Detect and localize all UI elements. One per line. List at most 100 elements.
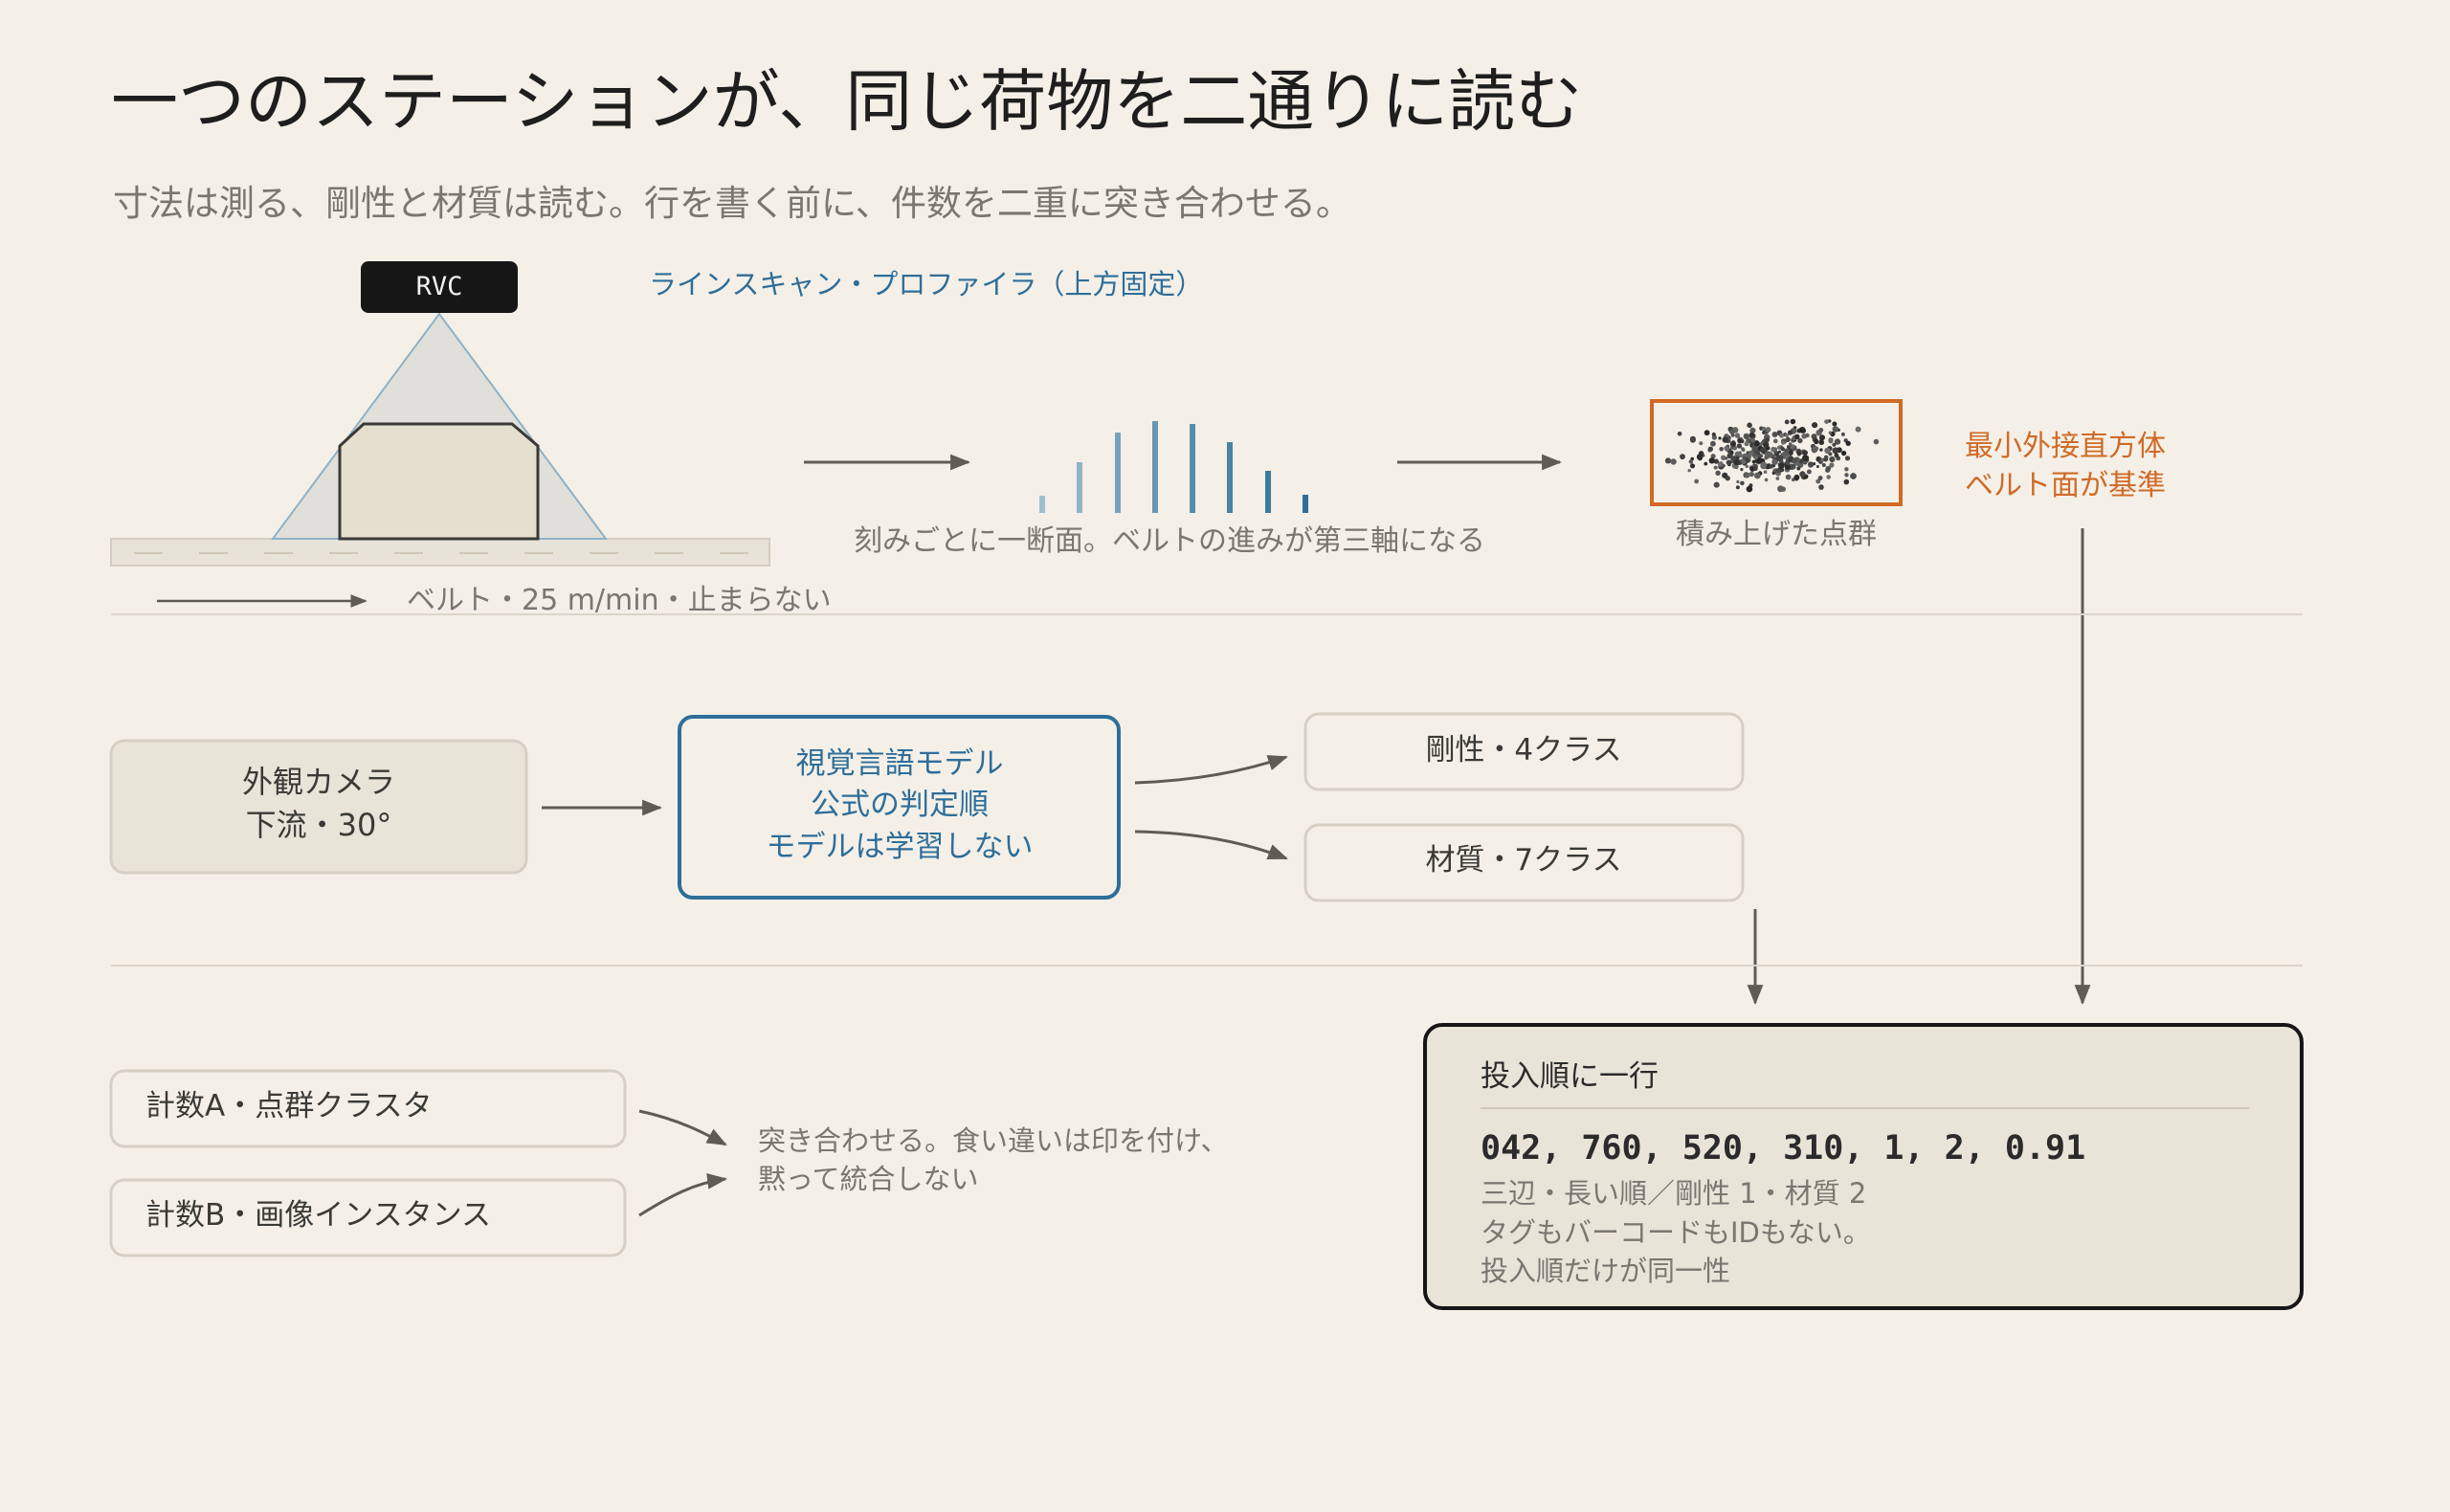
count-note-line1: 突き合わせる。食い違いは印を付け、 — [758, 1124, 1229, 1157]
vlm-line1: 視覚言語モデル — [796, 746, 1004, 781]
cloud-point — [1788, 430, 1793, 434]
cloud-point — [1785, 452, 1789, 456]
cloud-point — [1722, 464, 1726, 468]
cloud-point — [1719, 447, 1724, 452]
cloud-point — [1780, 446, 1785, 452]
count-a-label: 計数A・点群クラスタ — [145, 1089, 433, 1123]
cloud-point — [1688, 459, 1694, 464]
cloud-point — [1781, 440, 1786, 445]
cloud-point — [1765, 437, 1770, 443]
cloud-point — [1807, 461, 1815, 468]
arrow-to-material — [1134, 830, 1288, 860]
record-heading: 投入順に一行 — [1481, 1059, 1659, 1094]
cloud-point — [1728, 429, 1735, 434]
cloud-point — [1704, 461, 1708, 466]
cloud-point — [1730, 456, 1736, 461]
cloud-point — [1743, 433, 1750, 440]
cloud-point — [1771, 458, 1778, 465]
bbox-label-line1: 最小外接直方体 — [1965, 430, 2166, 463]
cloud-point — [1689, 436, 1696, 443]
cloud-point — [1749, 427, 1756, 434]
cloud-point — [1746, 485, 1753, 493]
cloud-point — [1724, 446, 1729, 452]
cloud-point — [1828, 438, 1834, 444]
cloud-point — [1677, 432, 1682, 436]
cloud-point — [1740, 480, 1745, 486]
cloud-point — [1762, 426, 1767, 431]
cloud-point — [1824, 447, 1831, 455]
arrow-to-rigidity — [1134, 755, 1288, 785]
rigidity-box — [1303, 712, 1745, 791]
vlm-line2: 公式の判定順 — [811, 788, 989, 822]
cloud-point — [1828, 431, 1833, 434]
cloud-point — [1793, 434, 1800, 440]
cloud-point — [1750, 437, 1756, 443]
cloud-point — [1754, 456, 1758, 460]
camera-line1: 外観カメラ — [242, 764, 395, 800]
cloud-point — [1775, 456, 1781, 461]
page-title: 一つのステーションが、同じ荷物を二通りに読む — [111, 62, 1583, 141]
cloud-point — [1745, 464, 1748, 468]
cloud-point — [1792, 457, 1798, 464]
profile-slices — [1039, 421, 1308, 513]
cloud-point — [1699, 441, 1704, 446]
cloud-point — [1748, 471, 1755, 478]
cloud-point — [1778, 458, 1784, 464]
cloud-point — [1759, 442, 1763, 447]
cloud-point — [1819, 434, 1825, 441]
cloud-point — [1815, 478, 1821, 484]
cloud-point — [1758, 454, 1764, 458]
cloud-point — [1786, 464, 1792, 470]
camera-box — [109, 739, 528, 875]
cloud-point — [1873, 438, 1880, 445]
cloud-point — [1729, 451, 1734, 455]
cloud-point — [1785, 436, 1791, 442]
cloud-point — [1785, 474, 1792, 480]
cloud-point — [1834, 438, 1841, 445]
cloud-point — [1763, 441, 1770, 448]
cloud-point — [1730, 434, 1735, 437]
record-line1: 三辺・長い順／剛性 1・材質 2 — [1481, 1177, 1866, 1210]
cloud-point — [1817, 476, 1823, 480]
material-label: 材質・7クラス — [1425, 843, 1621, 878]
cloud-point — [1664, 457, 1672, 464]
cloud-point — [1771, 446, 1776, 453]
cloud-point — [1843, 478, 1850, 485]
rvc-device — [361, 261, 518, 313]
page-subtitle: 寸法は測る、剛性と材質は読む。行を書く前に、件数を二重に突き合わせる。 — [113, 183, 1351, 224]
cloud-point — [1821, 462, 1826, 468]
cloud-point — [1775, 477, 1780, 480]
rigidity-label: 剛性・4クラス — [1425, 733, 1621, 767]
cloud-point — [1748, 450, 1754, 456]
camera-line2: 下流・30° — [246, 807, 392, 843]
cloud-point — [1818, 439, 1825, 446]
cloud-point — [1778, 462, 1785, 470]
cloud-point — [1754, 472, 1761, 479]
cloud-point — [1775, 468, 1781, 474]
cloud-point — [1784, 419, 1790, 425]
cloud-point — [1766, 451, 1773, 458]
vlm-box — [678, 715, 1121, 900]
cloud-point — [1744, 472, 1750, 478]
count-a-box — [109, 1069, 627, 1148]
record-row: 042, 760, 520, 310, 1, 2, 0.91 — [1481, 1129, 2085, 1167]
bbox-label-line2: ベルト面が基準 — [1965, 469, 2166, 502]
cloud-point — [1790, 418, 1796, 425]
cloud-point — [1815, 464, 1819, 469]
cloud-point — [1793, 474, 1800, 480]
cloud-point — [1771, 432, 1778, 437]
cloud-point — [1819, 448, 1823, 452]
cloud-point — [1704, 430, 1710, 436]
cloud-point — [1812, 448, 1817, 454]
cloud-point — [1736, 443, 1743, 449]
cloud-point — [1755, 449, 1759, 453]
belt-label: ベルト・25 m/min・止まらない — [407, 584, 832, 617]
cloud-point — [1722, 436, 1729, 443]
cloud-point — [1844, 473, 1849, 478]
cloud-point — [1731, 440, 1736, 444]
cloud-point — [1790, 444, 1795, 450]
cloud-point — [1670, 458, 1677, 465]
cloud-point — [1785, 434, 1789, 437]
cloud-point — [1711, 432, 1716, 437]
